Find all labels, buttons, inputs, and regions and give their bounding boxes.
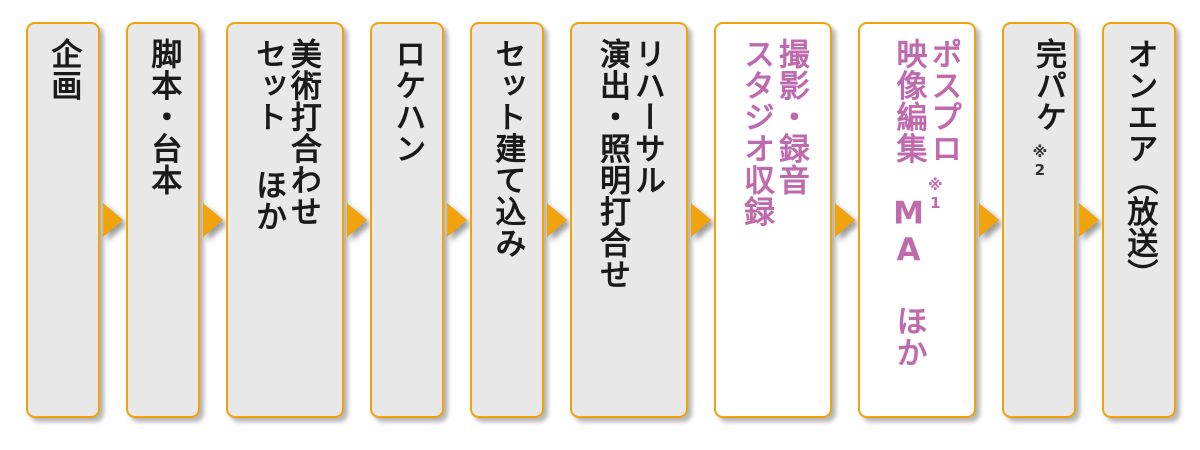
triangle-right-icon <box>203 203 223 237</box>
flow-step-label: オンエア（放送） <box>1121 38 1158 290</box>
flow-step-footnote-marker: ※1 <box>926 176 945 212</box>
flow-step-sublabel: スタジオ収録 <box>738 38 774 227</box>
triangle-right-icon <box>835 203 855 237</box>
triangle-right-icon <box>447 203 467 237</box>
flow-step-kikaku[interactable]: 企画 <box>26 22 100 418</box>
flow-arrow-icon <box>200 22 226 418</box>
flow-step-label: 完パケ <box>1029 38 1066 133</box>
flow-arrow-icon <box>100 22 126 418</box>
flow-step-label: ロケハン <box>389 38 426 164</box>
flow-step-sublabel: セット ほか <box>250 38 286 232</box>
flow-step-label: ポスプロ <box>925 38 962 164</box>
triangle-right-icon <box>103 203 123 237</box>
triangle-right-icon <box>547 203 567 237</box>
flow-arrow-icon <box>976 22 1002 418</box>
flow-step-label: リハーサル <box>628 38 665 196</box>
flow-arrow-icon <box>444 22 470 418</box>
flow-arrow-icon <box>344 22 370 418</box>
flow-step-kanpake[interactable]: 完パケ ※2 <box>1002 22 1076 418</box>
flow-step-rokehan[interactable]: ロケハン <box>370 22 444 418</box>
flow-arrow-icon <box>544 22 570 418</box>
flow-step-label: 企画 <box>45 38 82 101</box>
triangle-right-icon <box>1079 203 1099 237</box>
flow-step-label: 脚本・台本 <box>145 38 182 196</box>
flow-step-sublabel: 映像編集 MA ほか <box>890 38 927 368</box>
flow-arrow-icon <box>1076 22 1102 418</box>
flow-step-onair[interactable]: オンエア（放送） <box>1102 22 1176 418</box>
triangle-right-icon <box>691 203 711 237</box>
flow-arrow-icon <box>832 22 858 418</box>
flow-step-bijutsu-uchiawase[interactable]: 美術打合わせセット ほか <box>226 22 344 418</box>
triangle-right-icon <box>979 203 999 237</box>
flow-step-label: 撮影・録音 <box>772 38 809 196</box>
flow-arrow-icon <box>688 22 714 418</box>
flow-step-kyakuhon[interactable]: 脚本・台本 <box>126 22 200 418</box>
triangle-right-icon <box>347 203 367 237</box>
flow-step-footnote-marker: ※2 <box>1030 143 1049 179</box>
flow-step-label: 美術打合わせ <box>284 38 321 227</box>
flow-step-satsuei-rokuon[interactable]: 撮影・録音スタジオ収録 <box>714 22 832 418</box>
flow-step-set-tatekomi[interactable]: セット建て込み <box>470 22 544 418</box>
flow-step-sublabel: 演出・照明打合せ <box>594 38 630 290</box>
flow-step-label: セット建て込み <box>489 38 526 259</box>
flow-step-rehearsal[interactable]: リハーサル演出・照明打合せ <box>570 22 688 418</box>
